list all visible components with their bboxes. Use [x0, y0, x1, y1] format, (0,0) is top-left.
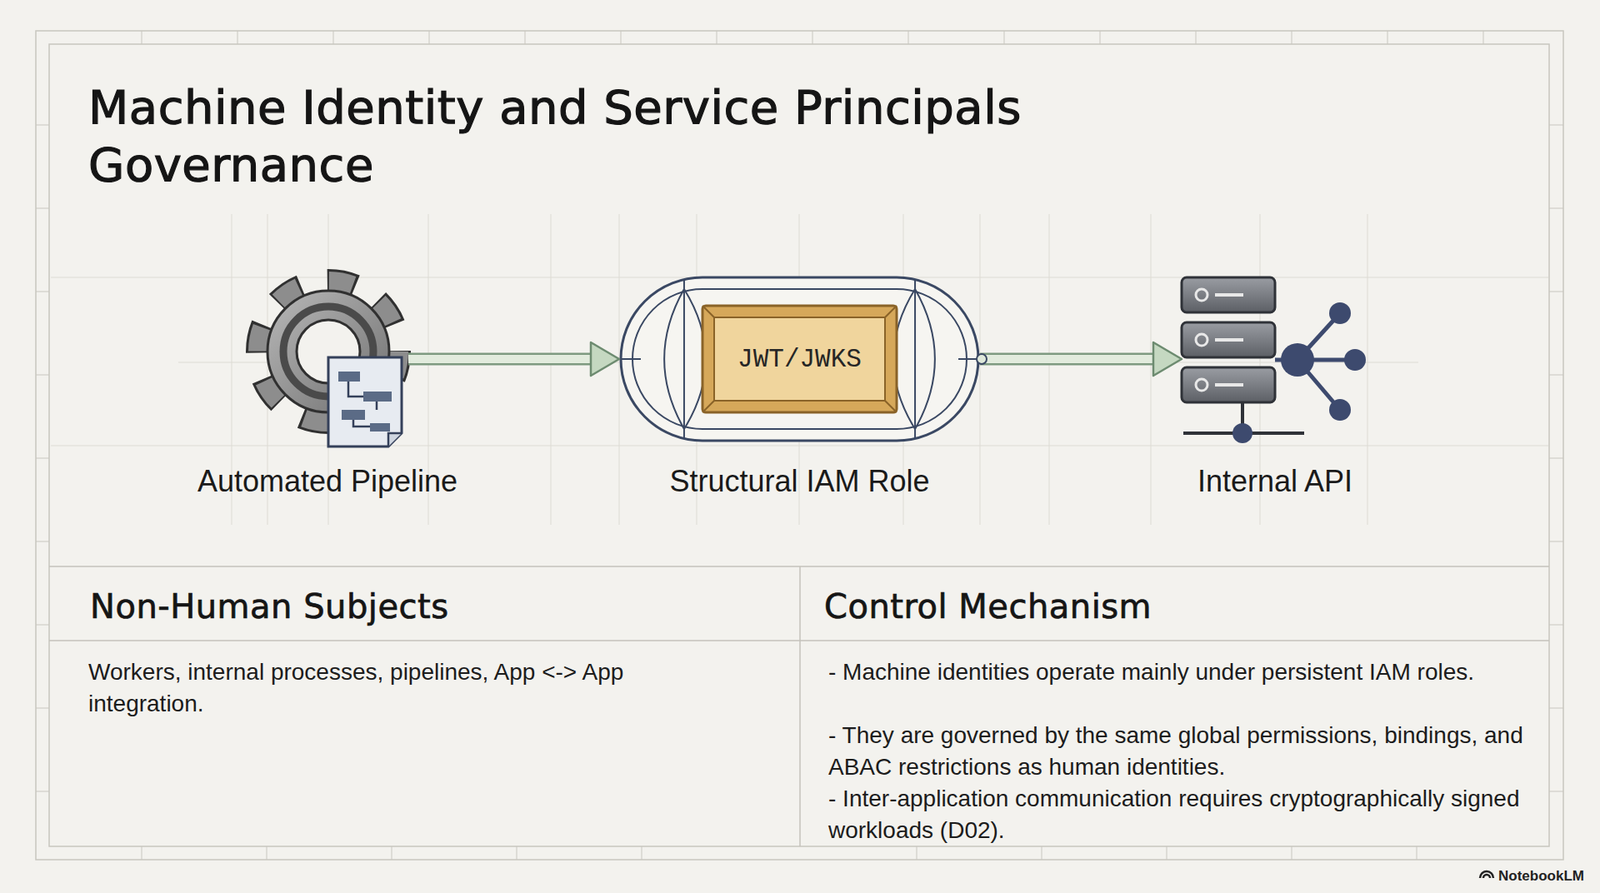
grid-line — [980, 214, 981, 525]
token-box: JWT/JWKS — [702, 305, 897, 413]
iam-role-capsule: Structural IAM RoleJWT/JWKS — [619, 275, 980, 443]
table-rule — [49, 640, 1550, 642]
table-rules — [49, 566, 1550, 847]
network-endpoint — [1329, 302, 1351, 325]
inner-frame — [49, 44, 1550, 847]
connector-fill — [980, 355, 1155, 364]
bullet-item: - Machine identities operate mainly unde… — [828, 656, 1533, 689]
capsule-struts — [620, 279, 979, 440]
watermark-logo — [1480, 871, 1494, 879]
capsule-inner — [632, 289, 967, 430]
network-hub — [1280, 343, 1315, 377]
token-outline — [702, 305, 897, 413]
grid-line — [1049, 214, 1050, 525]
server-port — [1232, 423, 1253, 444]
bullet-item: - They are governed by the same global p… — [828, 720, 1533, 784]
flowchart-block — [363, 391, 392, 402]
server-led — [1195, 334, 1208, 346]
table-rule — [49, 565, 1550, 568]
document-sheet — [328, 357, 402, 447]
arrow-head — [1153, 342, 1182, 376]
column-heading: Non-Human Subjects — [90, 586, 757, 627]
flowchart-block — [341, 410, 365, 420]
server-slots — [1215, 295, 1244, 385]
flowchart-block — [338, 371, 360, 382]
bullet-item: - Inter-application communication requir… — [828, 783, 1533, 847]
server-led — [1195, 379, 1208, 391]
server-led — [1195, 289, 1208, 301]
grid-line — [1150, 214, 1152, 525]
column-body: Workers, internal processes, pipelines, … — [88, 656, 697, 720]
grid-line — [550, 214, 552, 525]
capsule-outline — [620, 277, 979, 441]
connector-group — [408, 342, 620, 376]
capsule-outer — [620, 277, 979, 441]
outer-frame — [35, 30, 1564, 860]
slide-frame — [35, 30, 1564, 860]
network-endpoint — [1329, 399, 1351, 421]
grid-line — [619, 214, 620, 525]
connector-origin-dot — [976, 354, 987, 365]
watermark: NotebookLM — [1498, 867, 1590, 886]
flowchart-block — [370, 423, 390, 432]
connector-group — [976, 342, 1182, 376]
token-frame — [702, 305, 897, 413]
connector-fill — [408, 355, 593, 364]
gear-document-icon — [258, 281, 402, 447]
pipeline-node: Automated Pipeline — [246, 275, 409, 443]
column-heading: Control Mechanism — [824, 586, 1541, 627]
server-network-icon — [1181, 277, 1366, 444]
connector-arrow — [408, 353, 593, 366]
node-label: Automated Pipeline — [197, 464, 458, 500]
table-divider — [799, 566, 801, 847]
arrow-head — [590, 342, 620, 376]
network-endpoint — [1344, 349, 1366, 371]
ruler-ticks — [35, 30, 1564, 860]
node-label: Internal API — [1197, 464, 1353, 500]
slide-title: Machine Identity and Service Principals … — [88, 78, 1255, 194]
token-label: JWT/JWKS — [702, 305, 897, 413]
grid-lines — [50, 214, 1549, 525]
token-bevel — [702, 305, 897, 413]
api-node: Internal API — [1181, 275, 1369, 443]
connector-arrow — [980, 353, 1155, 366]
node-label: Structural IAM Role — [669, 464, 930, 500]
grid-line — [1367, 214, 1369, 525]
document-fold — [388, 433, 402, 447]
